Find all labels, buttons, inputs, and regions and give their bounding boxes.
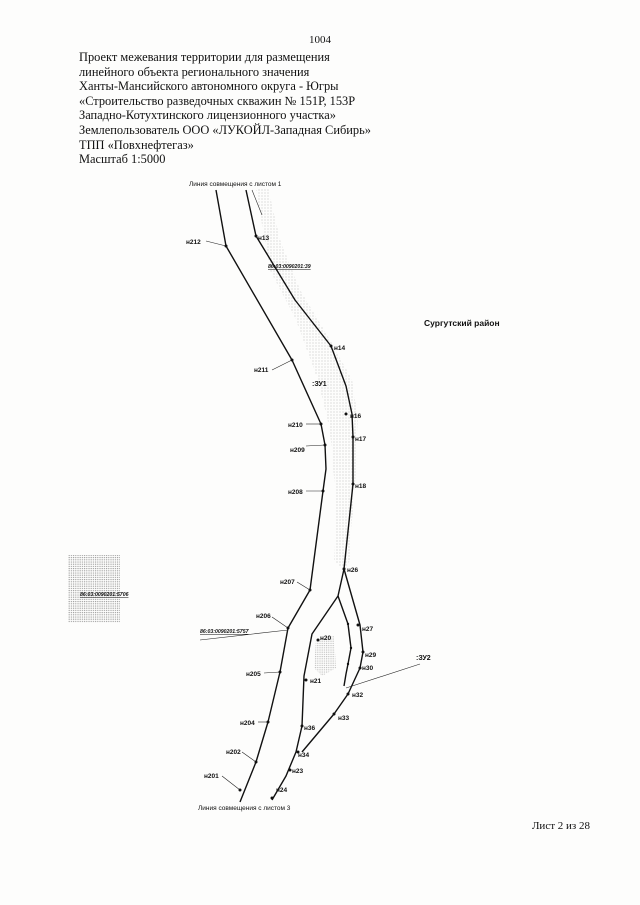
- header-line: «Строительство разведочных скважин № 151…: [79, 93, 356, 108]
- cadastral-number: 86:03:0090201:39: [268, 264, 311, 270]
- header-line: ТПП «Повхнефтегаз»: [79, 137, 194, 152]
- point-label: н201: [204, 773, 219, 780]
- boundary-nodes: [224, 234, 365, 800]
- sheet-counter: Лист 2 из 28: [531, 820, 590, 832]
- point-label: н27: [362, 626, 374, 633]
- point-label: н26: [347, 567, 359, 574]
- leader-line: [271, 359, 293, 371]
- leader-line: [271, 616, 289, 629]
- cadastral-hatched-block: [68, 555, 120, 623]
- header-line: Проект межевания территории для размещен…: [79, 50, 330, 64]
- point-label: н20: [320, 635, 332, 642]
- inner-dotted-area: [314, 636, 336, 676]
- leader-line: [305, 444, 326, 447]
- point-label: н21: [310, 678, 322, 685]
- zu2-pointer: [345, 663, 421, 689]
- corridor-left-boundary: [215, 189, 327, 803]
- leader-line: [296, 581, 311, 591]
- point-label: н211: [254, 367, 269, 374]
- header-line: Западно-Котухтинского лицензионного учас…: [79, 108, 336, 123]
- point-label: н32: [352, 692, 364, 699]
- point-label: н210: [288, 422, 303, 429]
- leader-line: [241, 751, 257, 763]
- point-label: н29: [365, 652, 377, 659]
- point-label: н13: [258, 235, 270, 242]
- leader-line: [263, 671, 281, 674]
- leader-line: [221, 775, 241, 791]
- header-line: Масштаб 1:5000: [79, 152, 166, 167]
- leader-line: [251, 189, 263, 216]
- point-label: н33: [338, 715, 350, 722]
- point-label: н23: [292, 768, 304, 775]
- header-line: линейного объекта регионального значения: [79, 64, 310, 79]
- point-label: н17: [355, 436, 367, 443]
- corridor-right-boundary: [245, 189, 354, 801]
- page-number: 1004: [309, 34, 331, 46]
- header-line: Землепользователь ООО «ЛУКОЙЛ-Западная С…: [79, 122, 371, 137]
- point-label: н205: [246, 671, 261, 678]
- point-label: н212: [186, 239, 201, 246]
- point-label: н24: [276, 787, 288, 794]
- header-line: Ханты-Мансийского автономного округа - Ю…: [79, 79, 339, 94]
- match-line-bottom: Линия совмещения с листом 3: [198, 805, 291, 812]
- point-label: н34: [298, 752, 310, 759]
- point-label: н206: [256, 613, 271, 620]
- point-label: н207: [280, 579, 295, 586]
- cadastral-number: 86:03:0090201:5706: [80, 592, 129, 598]
- point-label: н209: [290, 447, 305, 454]
- leader-line: [199, 629, 289, 641]
- point-label: н36: [304, 725, 316, 732]
- point-label: н30: [362, 665, 374, 672]
- point-label: н208: [288, 489, 303, 496]
- zu2-inner-loop: [337, 595, 352, 687]
- point-label: н204: [240, 720, 255, 727]
- cadastral-dotted-area: [256, 188, 358, 572]
- point-label: н14: [334, 345, 346, 352]
- cadastral-number: 86:03:0090201:5757: [200, 629, 250, 635]
- parcel-zu1: :ЗУ1: [312, 381, 327, 388]
- point-label: н16: [350, 413, 362, 420]
- point-label: н18: [355, 483, 367, 490]
- document-header: Проект межевания территории для размещен…: [79, 50, 371, 167]
- district-label: Сургутский район: [424, 318, 500, 328]
- match-line-top: Линия совмещения с листом 1: [189, 181, 282, 188]
- parcel-zu2: :ЗУ2: [416, 655, 431, 662]
- leader-line: [205, 240, 227, 247]
- point-label: н202: [226, 749, 241, 756]
